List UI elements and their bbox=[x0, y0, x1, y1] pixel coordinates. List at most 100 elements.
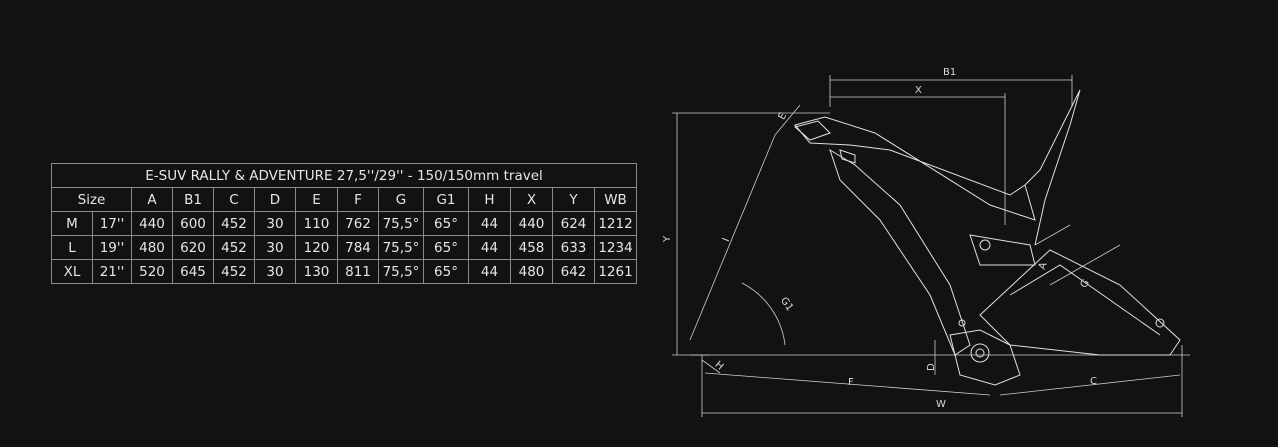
label-d: D bbox=[926, 363, 937, 371]
cell-y: 642 bbox=[552, 259, 595, 284]
cell-g1: 65° bbox=[423, 259, 469, 284]
bottom-bracket bbox=[970, 343, 990, 363]
row-inch: 21'' bbox=[92, 259, 132, 284]
headset-cap bbox=[793, 120, 831, 141]
rear-triangle bbox=[979, 249, 1181, 356]
geometry-table: E-SUV RALLY & ADVENTURE 27,5''/29'' - 15… bbox=[51, 163, 637, 284]
header-b1: B1 bbox=[172, 187, 214, 212]
table-header-row: Size A B1 C D E F G G1 H X Y WB bbox=[51, 187, 637, 212]
row-inch: 19'' bbox=[92, 235, 132, 260]
cell-b1: 645 bbox=[172, 259, 214, 284]
bike-geometry-svg: B1 X Y E I G1 A G H D F C W bbox=[662, 67, 1190, 417]
dim-line-f bbox=[704, 372, 991, 396]
cell-a: 440 bbox=[131, 211, 173, 236]
header-size: Size bbox=[51, 187, 132, 212]
cell-y: 633 bbox=[552, 235, 595, 260]
cell-e: 130 bbox=[295, 259, 338, 284]
cell-h: 44 bbox=[468, 235, 511, 260]
head-tube-badge bbox=[839, 149, 856, 164]
cell-d: 30 bbox=[254, 259, 296, 284]
cell-g: 75,5° bbox=[378, 259, 424, 284]
cell-x: 440 bbox=[510, 211, 553, 236]
dim-line-g bbox=[1049, 244, 1121, 286]
header-f: F bbox=[337, 187, 379, 212]
dim-line-a bbox=[1034, 224, 1071, 246]
shock bbox=[969, 234, 1036, 266]
table-row: L 19'' 480 620 452 30 120 784 75,5° 65° … bbox=[51, 235, 637, 260]
cell-g1: 65° bbox=[423, 235, 469, 260]
label-x: X bbox=[915, 85, 922, 96]
pivot bbox=[958, 319, 966, 327]
header-a: A bbox=[131, 187, 173, 212]
cell-g: 75,5° bbox=[378, 211, 424, 236]
dim-line-e bbox=[774, 104, 801, 136]
chain-stay bbox=[1009, 264, 1161, 336]
table-row: M 17'' 440 600 452 30 110 762 75,5° 65° … bbox=[51, 211, 637, 236]
header-c: C bbox=[213, 187, 255, 212]
angle-arc-g1 bbox=[741, 282, 786, 346]
row-size: XL bbox=[51, 259, 93, 284]
motor-housing bbox=[949, 329, 1021, 386]
label-w: W bbox=[936, 399, 946, 410]
top-tube bbox=[794, 116, 1036, 221]
seat-tube bbox=[1024, 89, 1081, 246]
row-size: L bbox=[51, 235, 93, 260]
header-h: H bbox=[468, 187, 511, 212]
cell-x: 480 bbox=[510, 259, 553, 284]
bike-frame bbox=[793, 89, 1181, 386]
bike-geometry-diagram: B1 X Y E I G1 A G H D F C W bbox=[650, 55, 1250, 435]
dim-line-i bbox=[689, 134, 776, 341]
cell-f: 762 bbox=[337, 211, 379, 236]
header-y: Y bbox=[552, 187, 595, 212]
header-e: E bbox=[295, 187, 338, 212]
label-b1: B1 bbox=[943, 67, 956, 78]
row-size: M bbox=[51, 211, 93, 236]
dimension-lines bbox=[672, 75, 1190, 417]
header-g: G bbox=[378, 187, 424, 212]
dim-line-h bbox=[701, 359, 721, 374]
cell-c: 452 bbox=[213, 259, 255, 284]
table-title-row: E-SUV RALLY & ADVENTURE 27,5''/29'' - 15… bbox=[51, 163, 637, 188]
label-a: A bbox=[1037, 261, 1050, 271]
cell-wb: 1234 bbox=[594, 235, 637, 260]
cell-h: 44 bbox=[468, 259, 511, 284]
label-g1: G1 bbox=[778, 295, 795, 313]
label-i: I bbox=[721, 236, 732, 243]
cell-wb: 1261 bbox=[594, 259, 637, 284]
cell-a: 480 bbox=[131, 235, 173, 260]
cell-g: 75,5° bbox=[378, 235, 424, 260]
label-c: C bbox=[1090, 376, 1097, 387]
cell-f: 811 bbox=[337, 259, 379, 284]
cell-b1: 620 bbox=[172, 235, 214, 260]
header-d: D bbox=[254, 187, 296, 212]
dim-line-c bbox=[999, 374, 1181, 396]
cell-y: 624 bbox=[552, 211, 595, 236]
cell-a: 520 bbox=[131, 259, 173, 284]
label-y: Y bbox=[662, 235, 673, 243]
rear-axle bbox=[1155, 318, 1165, 328]
header-x: X bbox=[510, 187, 553, 212]
table-title: E-SUV RALLY & ADVENTURE 27,5''/29'' - 15… bbox=[51, 163, 637, 188]
cell-g1: 65° bbox=[423, 211, 469, 236]
header-g1: G1 bbox=[423, 187, 469, 212]
pivot bbox=[979, 239, 991, 251]
cell-d: 30 bbox=[254, 211, 296, 236]
cell-c: 452 bbox=[213, 235, 255, 260]
header-wb: WB bbox=[594, 187, 637, 212]
cell-d: 30 bbox=[254, 235, 296, 260]
row-inch: 17'' bbox=[92, 211, 132, 236]
cell-b1: 600 bbox=[172, 211, 214, 236]
label-h: H bbox=[712, 359, 725, 372]
label-g: G bbox=[1078, 278, 1091, 291]
bottom-bracket-inner bbox=[975, 348, 985, 358]
label-f: F bbox=[848, 377, 854, 388]
table-row: XL 21'' 520 645 452 30 130 811 75,5° 65°… bbox=[51, 259, 637, 284]
cell-c: 452 bbox=[213, 211, 255, 236]
label-e: E bbox=[777, 111, 790, 122]
cell-h: 44 bbox=[468, 211, 511, 236]
cell-x: 458 bbox=[510, 235, 553, 260]
down-tube bbox=[829, 148, 971, 356]
cell-e: 110 bbox=[295, 211, 338, 236]
cell-e: 120 bbox=[295, 235, 338, 260]
